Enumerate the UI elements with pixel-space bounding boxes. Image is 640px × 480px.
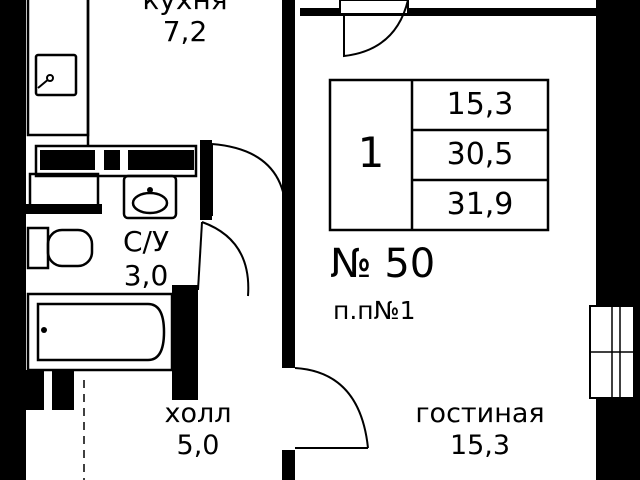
- area-living: 15,3: [446, 87, 514, 122]
- apartment-number: № 50: [330, 241, 436, 287]
- wall-central-lower: [282, 450, 295, 480]
- room-name-living: гостиная: [415, 398, 545, 429]
- room-area-living: 15,3: [449, 430, 511, 461]
- wall-bath-left-lower: [26, 370, 44, 410]
- wall-top-right: [300, 8, 602, 16]
- toilet-icon: [26, 226, 94, 270]
- room-name-hall: холл: [164, 398, 232, 429]
- apartment-position: п.п№1: [333, 296, 416, 325]
- wall-bath-right-lower: [172, 285, 198, 400]
- door-living: [294, 367, 369, 449]
- bath-shelf: [179, 304, 197, 346]
- door-balcony: [339, 0, 409, 58]
- sink-icon: [37, 74, 54, 89]
- room-area-kitchen: 7,2: [162, 15, 208, 48]
- wall-hall-stub: [52, 370, 74, 410]
- legend-box: [328, 78, 550, 232]
- door-bathroom: [197, 221, 250, 297]
- door-kitchen: [211, 143, 287, 217]
- room-area-bathroom: 3,0: [123, 259, 169, 292]
- wall-central: [282, 0, 295, 368]
- wall-bath-right: [200, 140, 212, 220]
- wall-left-outer: [0, 0, 26, 480]
- area-useful: 30,5: [446, 137, 514, 172]
- rooms-count: 1: [357, 128, 385, 177]
- bathtub-icon: [26, 292, 174, 372]
- area-total: 31,9: [446, 187, 514, 222]
- washbasin-icon: [122, 174, 178, 220]
- room-area-hall: 5,0: [176, 430, 220, 461]
- room-name-bathroom: С/У: [122, 225, 170, 258]
- wall-right-outer: [596, 0, 640, 480]
- room-name-kitchen: кухня: [142, 0, 227, 14]
